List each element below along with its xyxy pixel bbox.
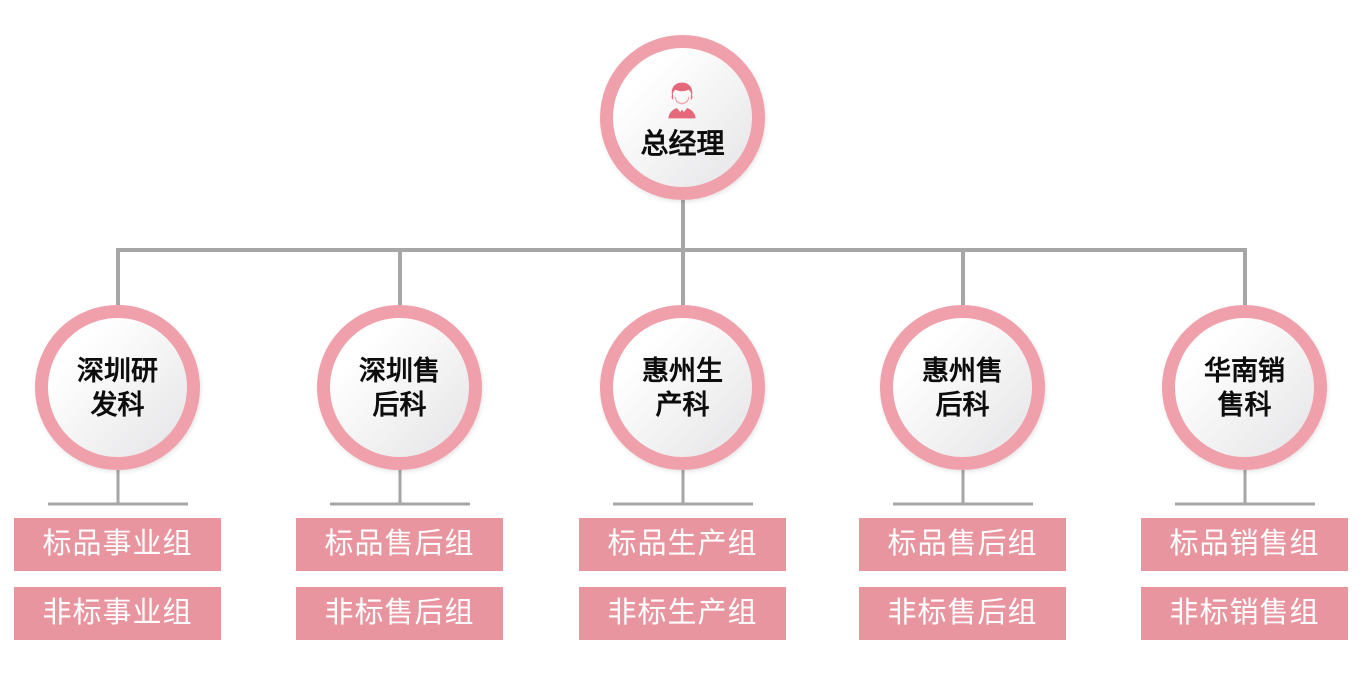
group-box-3-2: 非标生产组	[579, 587, 786, 640]
group-box-1-1: 标品事业组	[14, 518, 221, 571]
group-box-label: 非标售后组	[324, 597, 475, 629]
group-box-label: 非标销售组	[1169, 597, 1320, 629]
org-node-dept-3: 惠州生产科	[600, 305, 765, 470]
group-box-1-2: 非标事业组	[14, 587, 221, 640]
sub-connector-5	[1175, 470, 1315, 506]
group-box-3-1: 标品生产组	[579, 518, 786, 571]
org-node-dept-2: 深圳售后科	[317, 305, 482, 470]
sub-connector-2	[330, 470, 470, 506]
group-box-2-2: 非标售后组	[296, 587, 503, 640]
sub-connector-3	[613, 470, 753, 506]
group-box-5-1: 标品销售组	[1141, 518, 1348, 571]
tree-frame-line	[116, 248, 1247, 305]
group-box-4-1: 标品售后组	[859, 518, 1066, 571]
group-box-label: 标品售后组	[324, 528, 475, 560]
root-node-label: 总经理	[640, 127, 725, 159]
sub-connector-4	[893, 470, 1033, 506]
dept-label: 惠州售后科	[922, 355, 1003, 420]
dept-label: 华南销售科	[1204, 355, 1285, 420]
org-node-dept-4: 惠州售后科	[880, 305, 1045, 470]
sub-connector-1	[48, 470, 188, 506]
group-box-label: 非标售后组	[887, 597, 1038, 629]
dept-label: 惠州生产科	[642, 355, 723, 420]
org-node-dept-1: 深圳研发科	[35, 305, 200, 470]
dept-label: 深圳研发科	[77, 355, 158, 420]
group-box-label: 标品售后组	[887, 528, 1038, 560]
group-box-2-1: 标品售后组	[296, 518, 503, 571]
org-node-root: 总经理	[600, 35, 765, 200]
group-box-label: 标品销售组	[1169, 528, 1320, 560]
org-node-dept-5: 华南销售科	[1162, 305, 1327, 470]
dept-label: 深圳售后科	[359, 355, 440, 420]
org-node-root-content: 总经理	[640, 77, 725, 159]
group-box-label: 非标生产组	[607, 597, 758, 629]
group-box-5-2: 非标销售组	[1141, 587, 1348, 640]
group-box-4-2: 非标售后组	[859, 587, 1066, 640]
group-box-label: 标品生产组	[607, 528, 758, 560]
person-icon	[668, 81, 697, 118]
group-box-label: 标品事业组	[42, 528, 193, 560]
group-box-label: 非标事业组	[42, 597, 193, 629]
